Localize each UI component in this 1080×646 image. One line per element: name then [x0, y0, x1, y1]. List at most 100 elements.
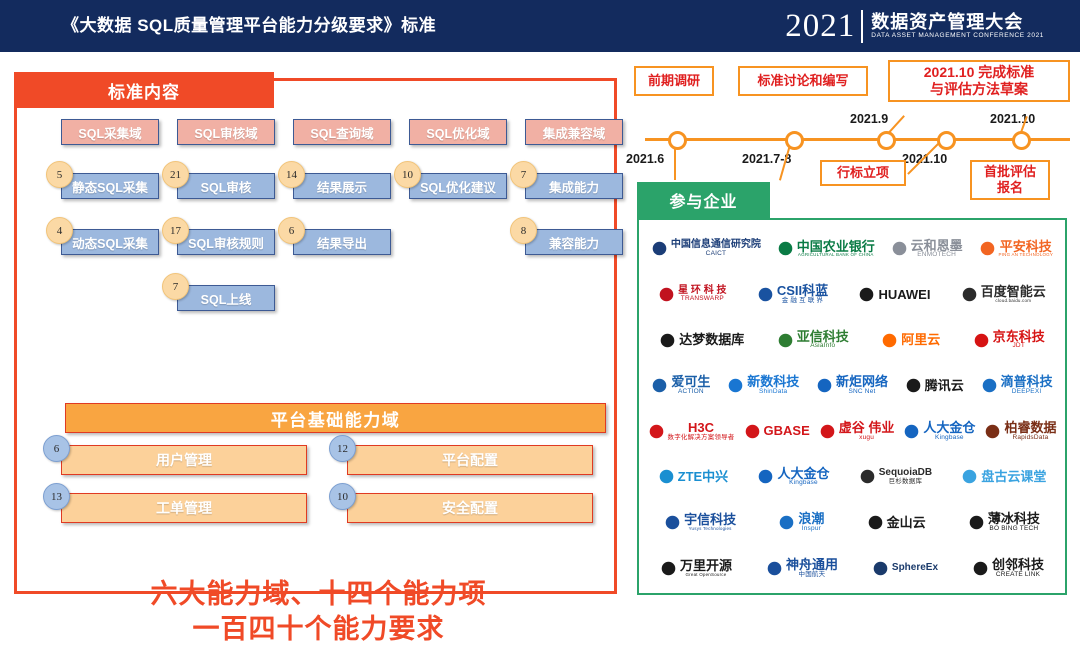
timeline-callout: 2021.10 完成标准与评估方法草案	[888, 60, 1070, 102]
logo-mark-icon	[728, 378, 743, 393]
company-name-en: 巨杉数据库	[888, 477, 923, 485]
company-name-cn: SequoiaDB	[878, 467, 933, 479]
capability-box: 静态SQL采集	[61, 173, 159, 199]
company-name-en: AsiaInfo	[810, 342, 836, 350]
logo-mark-icon	[963, 470, 977, 484]
company-logo: ZTE中兴	[658, 468, 728, 485]
logo-mark-icon	[906, 378, 921, 393]
capability-box: SQL审核规则	[177, 229, 275, 255]
company-name-cn: 爱可生	[671, 374, 711, 390]
logo-mark-icon	[759, 470, 773, 484]
domain-box: SQL查询域	[293, 119, 391, 145]
capability-count-badge: 10	[394, 161, 421, 188]
logo-mark-icon	[652, 242, 667, 256]
company-logo: 腾讯云	[905, 377, 964, 394]
domain-box: SQL审核域	[177, 119, 275, 145]
capability-count-badge: 4	[46, 217, 73, 244]
capability-count-badge: 14	[278, 161, 305, 188]
company-name-en: Kingbase	[789, 479, 818, 487]
company-logo: 神舟通用中国航天	[766, 558, 838, 578]
logo-mark-icon	[882, 333, 897, 347]
timeline-date-label: 2021.7-8	[742, 152, 792, 166]
logo-mark-icon	[962, 287, 977, 302]
logo-mark-icon	[780, 515, 794, 530]
company-name-cn: 平安科技	[999, 238, 1052, 254]
platform-base-count-badge: 13	[43, 483, 70, 510]
logo-mark-icon	[982, 378, 996, 393]
company-name-en: DEEPEXI	[1011, 388, 1042, 396]
page-title: 《大数据 SQL质量管理平台能力分级要求》标准	[62, 16, 437, 35]
timeline-node[interactable]	[1012, 131, 1031, 150]
capability-count-badge: 8	[510, 217, 537, 244]
capability-box: SQL上线	[177, 285, 275, 311]
summary-text: 六大能力域、十四个能力项 一百四十个能力要求	[17, 577, 620, 646]
company-name-cn: 中国信息通信研究院	[670, 239, 761, 251]
company-name-cn: 虚谷 伟业	[838, 420, 895, 436]
logo-mark-icon	[817, 378, 832, 393]
company-name-en: Kingbase	[935, 433, 964, 441]
capability-box: 结果导出	[293, 229, 391, 255]
company-logo: 达梦数据库	[659, 332, 744, 349]
timeline-node[interactable]	[668, 131, 687, 150]
company-name-en: CREATE LINK	[995, 570, 1041, 578]
company-name-cn: 创邻科技	[992, 556, 1045, 572]
platform-base-box: 用户管理	[61, 445, 307, 475]
timeline-callout-label: 标准讨论和编写	[757, 73, 849, 89]
platform-base-box: 工单管理	[61, 493, 307, 523]
page-header: 《大数据 SQL质量管理平台能力分级要求》标准 2021 数据资产管理大会 DA…	[0, 0, 1080, 52]
logo-mark-icon	[986, 424, 1000, 439]
logo-mark-icon	[868, 515, 882, 530]
platform-base-count-badge: 10	[329, 483, 356, 510]
capability-count-badge: 5	[46, 161, 73, 188]
company-name-en: cloud.baidu.com	[995, 297, 1032, 303]
logo-mark-icon	[661, 561, 676, 575]
company-name-en: ShinData	[759, 388, 788, 396]
company-name-en: CAICT	[705, 249, 727, 257]
logo-mark-icon	[974, 333, 989, 347]
timeline-callout-label: 行标立项	[836, 165, 889, 181]
logo-mark-icon	[767, 561, 782, 575]
company-name-en: SNC Net	[848, 388, 876, 396]
timeline-callout: 行标立项	[820, 160, 906, 186]
company-name-en: RapidsData	[1012, 433, 1049, 441]
capability-box: 结果展示	[293, 173, 391, 199]
timeline-node[interactable]	[877, 131, 896, 150]
timeline-node[interactable]	[937, 131, 956, 150]
company-name-en: 中国航天	[798, 570, 826, 578]
logo-mark-icon	[659, 470, 673, 484]
company-name-en: JDT	[1012, 342, 1025, 350]
company-name-cn: 滴普科技	[1000, 374, 1053, 390]
logo-mark-icon	[778, 241, 793, 256]
company-logo: 金山云	[867, 514, 926, 531]
timeline-callout: 标准讨论和编写	[738, 66, 868, 96]
company-logo: CSII科蓝金 融 互 联 界	[757, 284, 828, 304]
company-name-cn: 人大金仓	[777, 465, 830, 481]
platform-base-box: 安全配置	[347, 493, 593, 523]
capability-box: SQL优化建议	[409, 173, 507, 199]
timeline-date-label: 2021.10	[990, 112, 1036, 126]
logo-mark-icon	[665, 515, 680, 530]
company-name-en: ACTION	[678, 388, 704, 396]
timeline-node[interactable]	[785, 131, 804, 150]
company-name-cn: 浪潮	[798, 511, 825, 527]
capability-count-badge: 17	[162, 217, 189, 244]
timeline-date-label: 2021.10	[902, 152, 948, 166]
company-name-en: 数字化解决方案领导者	[667, 433, 735, 441]
logo-mark-icon	[653, 378, 667, 393]
logo-mark-icon	[892, 241, 906, 256]
company-name-cn: HUAWEI	[878, 286, 931, 302]
